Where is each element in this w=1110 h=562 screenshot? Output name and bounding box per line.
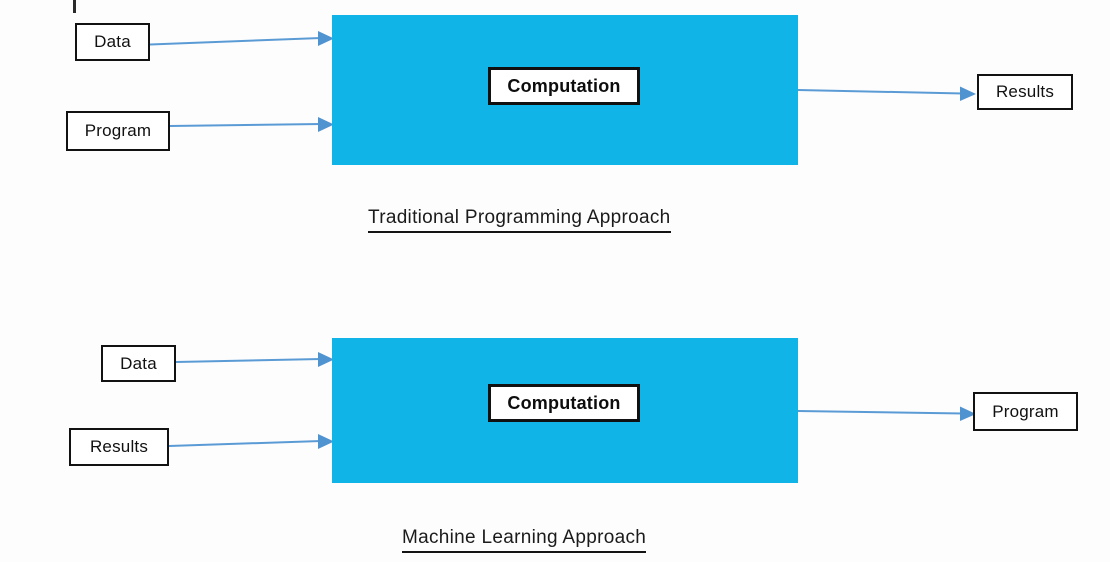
computation-label-box: Computation [488,67,640,105]
arrow-computation-to-program [797,406,976,421]
ml-output-box-program[interactable]: Program [973,392,1078,431]
caption-traditional-programming: Traditional Programming Approach [368,207,671,233]
input-box-data[interactable]: Data [75,23,150,61]
ml-input-box-results[interactable]: Results [69,428,169,466]
arrow-ml-results-to-computation [168,434,334,449]
ml-input-box-data[interactable]: Data [101,345,176,382]
caption-machine-learning: Machine Learning Approach [402,527,647,553]
stray-tick-mark [73,0,76,13]
arrow-program-to-computation [169,117,334,132]
arrow-data-to-computation [149,31,334,46]
input-box-program[interactable]: Program [66,111,170,151]
ml-computation-label-box: Computation [488,384,640,422]
output-box-results[interactable]: Results [977,74,1073,110]
arrow-ml-data-to-computation [175,352,334,367]
arrow-computation-to-results [797,86,976,101]
